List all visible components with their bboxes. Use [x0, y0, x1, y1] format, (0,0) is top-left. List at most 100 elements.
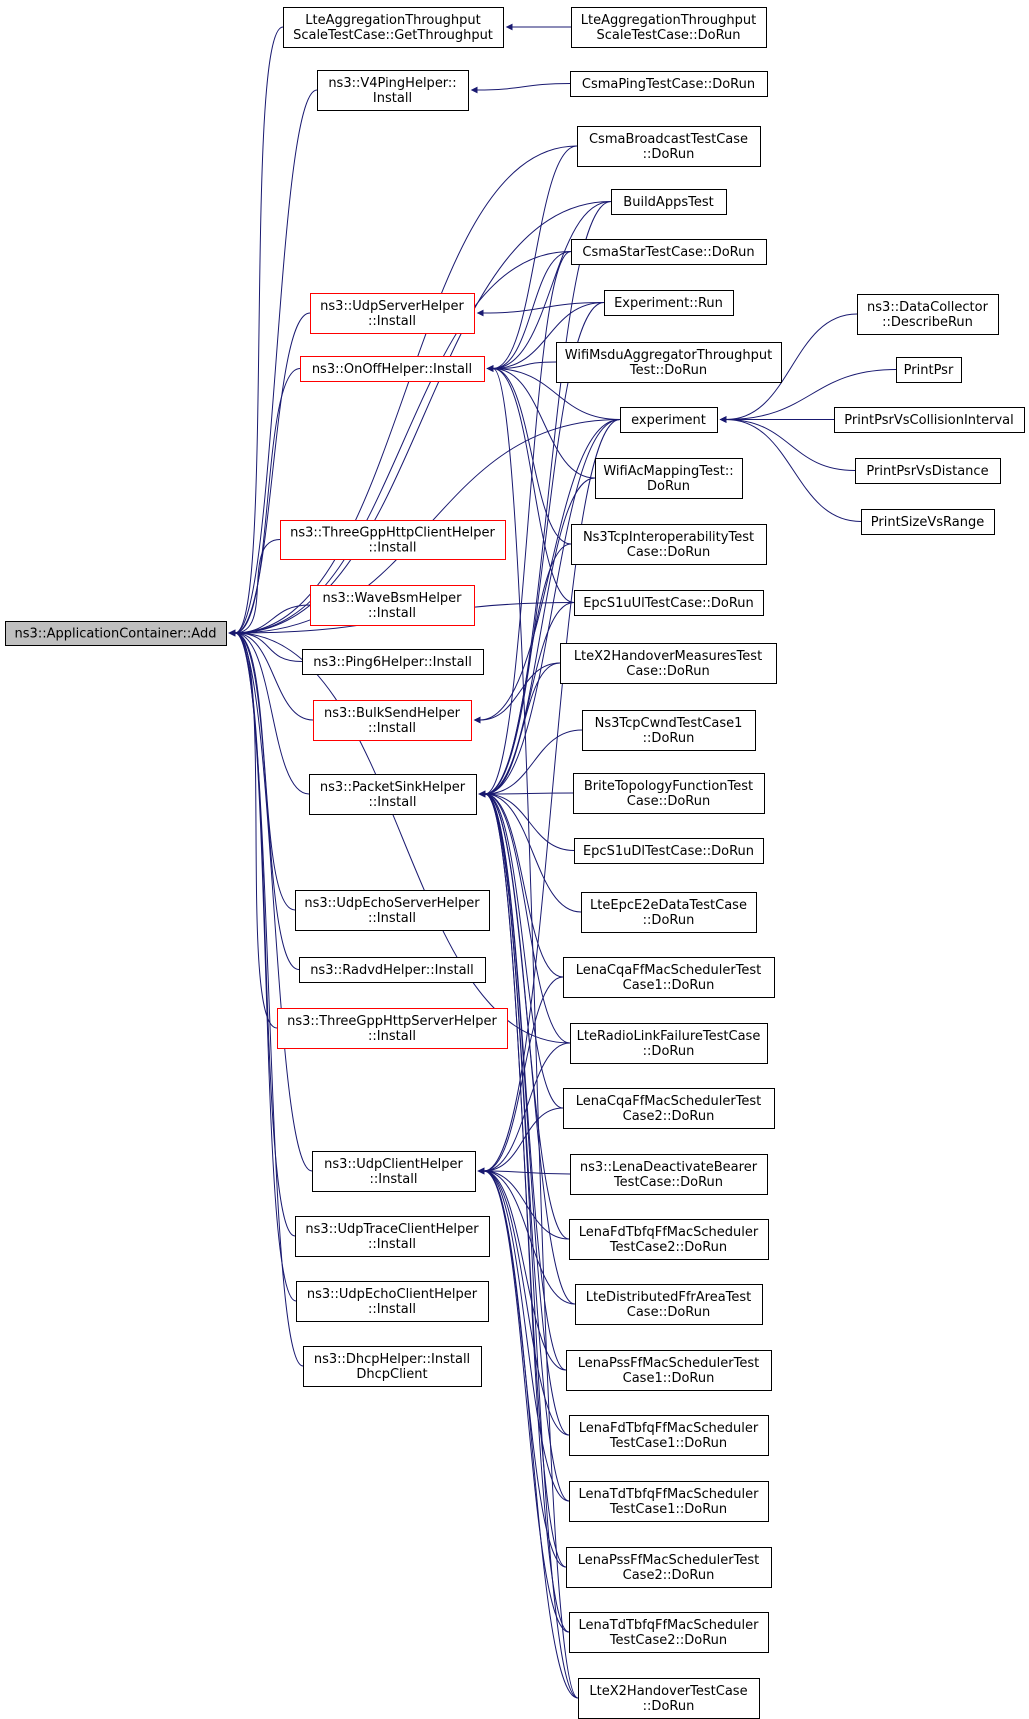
node-printsize[interactable]: PrintSizeVsRange — [861, 509, 995, 535]
node-ping6[interactable]: ns3::Ping6Helper::Install — [302, 649, 484, 675]
node-lteepce2e-label-1: ::DoRun — [643, 913, 695, 928]
node-dhcp-label-1: DhcpClient — [356, 1367, 427, 1382]
node-brite-box — [573, 773, 765, 814]
node-udptrace[interactable]: ns3::UdpTraceClientHelper::Install — [295, 1216, 490, 1257]
node-tgpp_client[interactable]: ns3::ThreeGppHttpClientHelper::Install — [280, 520, 506, 560]
node-radvd[interactable]: ns3::RadvdHelper::Install — [299, 957, 486, 983]
edge-wifiac-to-onoff — [486, 365, 596, 479]
node-v4ping[interactable]: ns3::V4PingHelper::Install — [317, 70, 469, 111]
node-tgpp_server[interactable]: ns3::ThreeGppHttpServerHelper::Install — [277, 1008, 508, 1049]
edge-buildapps-to-onoff — [486, 201, 612, 372]
node-csmaping[interactable]: CsmaPingTestCase::DoRun — [570, 71, 768, 97]
edge-lenadeact-to-udpclient — [477, 1167, 571, 1175]
node-lteepce2e-box — [581, 892, 757, 933]
node-ns3tcpcwnd-label-0: Ns3TcpCwndTestCase1 — [595, 716, 743, 731]
node-root[interactable]: ns3::ApplicationContainer::Add — [5, 621, 227, 646]
node-epcs1udl-box — [574, 838, 764, 864]
node-lenapss1-box — [566, 1350, 772, 1391]
edge-datacollector-to-experiment — [719, 313, 858, 423]
node-bulksend-label-1: ::Install — [368, 721, 416, 736]
edge-tgpp_client-to-root — [228, 539, 281, 637]
node-exprun-label-0: Experiment::Run — [614, 296, 723, 311]
node-udpclient-box — [312, 1151, 476, 1192]
node-v4ping-label-1: Install — [373, 91, 412, 106]
node-exprun[interactable]: Experiment::Run — [604, 290, 734, 316]
node-csmaping-box — [570, 71, 768, 97]
node-lteepce2e[interactable]: LteEpcE2eDataTestCase::DoRun — [581, 892, 757, 933]
node-onoff[interactable]: ns3::OnOffHelper::Install — [300, 356, 485, 382]
node-wifimsdu-label-0: WifiMsduAggregatorThroughput — [565, 348, 772, 363]
edge-printpsr-to-experiment — [719, 369, 897, 423]
node-udpserver[interactable]: ns3::UdpServerHelper::Install — [310, 293, 475, 334]
node-printpsrcoll[interactable]: PrintPsrVsCollisionInterval — [834, 407, 1025, 433]
node-lenapss2-box — [566, 1547, 772, 1588]
node-lenafdtbfq2-box — [569, 1219, 769, 1260]
node-lte_agg_dorun-label-0: LteAggregationThroughput — [581, 13, 756, 28]
node-lterlf-label-1: ::DoRun — [643, 1044, 695, 1059]
node-lenatdtbfq2-label-1: TestCase2::DoRun — [609, 1633, 727, 1648]
node-bulksend[interactable]: ns3::BulkSendHelper::Install — [313, 700, 472, 741]
node-udpechoclient-label-0: ns3::UdpEchoClientHelper — [307, 1287, 478, 1302]
node-udpechoclient[interactable]: ns3::UdpEchoClientHelper::Install — [296, 1281, 489, 1322]
node-csmastar[interactable]: CsmaStarTestCase::DoRun — [571, 239, 767, 265]
node-udpechoserver[interactable]: ns3::UdpEchoServerHelper::Install — [295, 890, 490, 931]
node-tgpp_client-box — [280, 520, 506, 560]
edge-ltex2measures-to-packetsink — [478, 662, 561, 798]
node-lterlf[interactable]: LteRadioLinkFailureTestCase::DoRun — [570, 1023, 768, 1064]
edge-epcs1udl-to-packetsink — [478, 790, 575, 851]
node-csmabroadcast[interactable]: CsmaBroadcastTestCase::DoRun — [577, 126, 761, 167]
node-ns3tcpinterop-label-1: Case::DoRun — [627, 545, 710, 560]
node-ltex2handover[interactable]: LteX2HandoverTestCase::DoRun — [578, 1678, 760, 1719]
node-ping6-box — [302, 649, 484, 675]
node-ns3tcpcwnd[interactable]: Ns3TcpCwndTestCase1::DoRun — [582, 710, 756, 751]
node-experiment[interactable]: experiment — [620, 407, 718, 433]
node-lenapss2-label-0: LenaPssFfMacSchedulerTest — [578, 1553, 759, 1568]
node-csmabroadcast-box — [577, 126, 761, 167]
node-epcs1uul[interactable]: EpcS1uUlTestCase::DoRun — [574, 590, 764, 616]
node-tgpp_server-label-0: ns3::ThreeGppHttpServerHelper — [287, 1014, 497, 1029]
node-packetsink[interactable]: ns3::PacketSinkHelper::Install — [309, 774, 477, 815]
node-dhcp-box — [303, 1346, 482, 1387]
node-layer: ns3::ApplicationContainer::Add LteAggrega… — [5, 7, 1025, 1719]
node-buildapps[interactable]: BuildAppsTest — [611, 189, 727, 215]
edge-radvd-to-root — [228, 629, 300, 970]
node-lte_agg_get-label-0: LteAggregationThroughput — [305, 13, 480, 28]
node-printpsrdist[interactable]: PrintPsrVsDistance — [855, 458, 1001, 484]
node-lenacqa1-label-1: Case1::DoRun — [623, 978, 715, 993]
edge-epcs1uul-to-onoff — [486, 365, 575, 603]
node-lte_agg_dorun[interactable]: LteAggregationThroughputScaleTestCase::D… — [571, 7, 767, 48]
node-onoff-box — [300, 356, 485, 382]
node-packetsink-box — [309, 774, 477, 815]
edge-ltex2handover-to-udpclient — [477, 1167, 579, 1699]
node-brite-label-0: BriteTopologyFunctionTest — [584, 779, 753, 794]
edge-lenacqa1-to-udpclient — [477, 976, 564, 1175]
edge-csmaping-to-v4ping — [470, 83, 571, 94]
node-epcs1udl[interactable]: EpcS1uDlTestCase::DoRun — [574, 838, 764, 864]
node-lte_agg_dorun-box — [571, 7, 767, 48]
node-lte_agg_get[interactable]: LteAggregationThroughputScaleTestCase::G… — [283, 7, 504, 48]
edge-packetsink-to-root — [228, 629, 310, 795]
node-udptrace-label-0: ns3::UdpTraceClientHelper — [305, 1222, 479, 1237]
node-wavebsm[interactable]: ns3::WaveBsmHelper::Install — [310, 585, 475, 626]
node-udpclient[interactable]: ns3::UdpClientHelper::Install — [312, 1151, 476, 1192]
node-tgpp_server-box — [277, 1008, 508, 1049]
node-datacollector[interactable]: ns3::DataCollector::DescribeRun — [857, 294, 999, 335]
node-printpsr[interactable]: PrintPsr — [896, 357, 962, 383]
node-wifiac[interactable]: WifiAcMappingTest::DoRun — [595, 458, 743, 499]
node-datacollector-label-0: ns3::DataCollector — [867, 300, 989, 315]
